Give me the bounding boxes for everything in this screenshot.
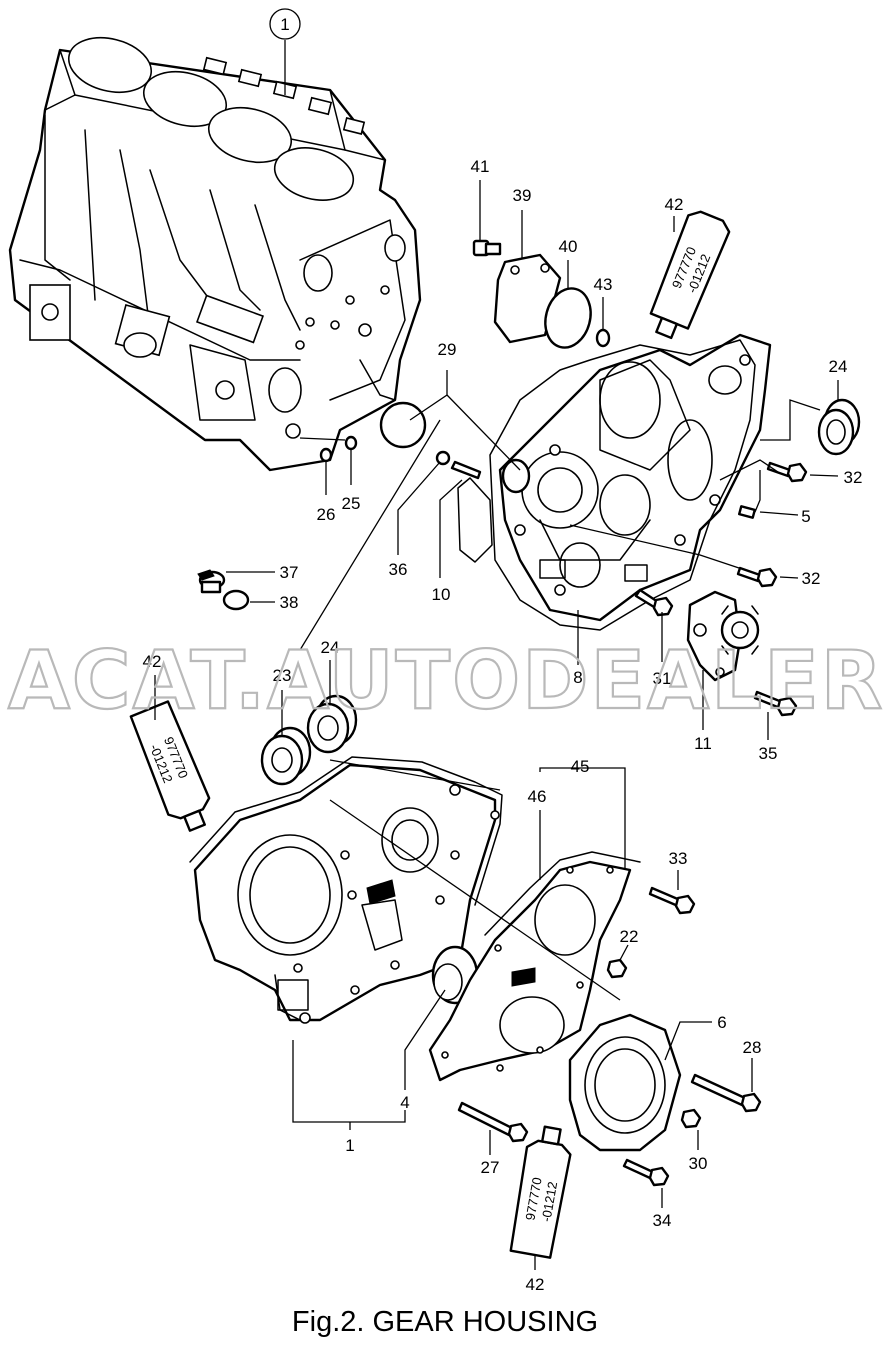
bolt-28 — [690, 1073, 762, 1113]
callout-43: 43 — [594, 275, 613, 294]
callout-32-a: 32 — [844, 468, 863, 487]
sealant-tube-top: 977770 -01212 — [649, 210, 731, 340]
oil-seal-24 — [306, 694, 358, 754]
oil-filler-cap — [197, 569, 226, 594]
callout-1-bottom: 1 — [345, 1136, 354, 1155]
bolt-34 — [622, 1158, 670, 1187]
sealant-tube-left: 977770 -01212 — [129, 700, 211, 832]
gear-case-gasket — [489, 339, 756, 631]
bolt-33 — [648, 886, 696, 915]
callout-6: 6 — [717, 1013, 726, 1032]
bolt-31 — [634, 588, 674, 617]
callout-29: 29 — [438, 340, 457, 359]
callout-42-bottom: 42 — [526, 1275, 545, 1294]
bolt-22 — [606, 958, 628, 979]
callout-10: 10 — [432, 585, 451, 604]
callout-27: 27 — [481, 1158, 500, 1177]
callout-39: 39 — [513, 186, 532, 205]
stud-nut — [435, 450, 451, 466]
callout-42-top: 42 — [665, 195, 684, 214]
callout-45: 45 — [571, 757, 590, 776]
tube-text-line1: 977770 — [522, 1176, 544, 1221]
leader-lines — [154, 40, 839, 1270]
tube-text-line2: -01212 — [538, 1180, 560, 1222]
plug-bolt — [472, 239, 502, 257]
callout-33: 33 — [669, 849, 688, 868]
callout-36: 36 — [389, 560, 408, 579]
small-o-ring — [595, 328, 611, 348]
oil-pump — [686, 590, 760, 682]
callout-23: 23 — [273, 666, 292, 685]
bolt-27 — [457, 1101, 529, 1143]
bolt-32-lower — [736, 566, 778, 588]
bolt-32-upper — [766, 461, 808, 483]
dowel-pin — [738, 505, 756, 519]
gear-housing-lower — [189, 756, 503, 1024]
bolt-35 — [753, 690, 798, 717]
callout-26: 26 — [317, 505, 336, 524]
callout-8: 8 — [573, 668, 582, 687]
callout-28: 28 — [743, 1038, 762, 1057]
callout-30: 30 — [689, 1154, 708, 1173]
callout-32-b: 32 — [802, 569, 821, 588]
callout-25: 25 — [342, 494, 361, 513]
callout-38: 38 — [280, 593, 299, 612]
callout-11: 11 — [694, 734, 712, 753]
ring-25 — [344, 435, 358, 451]
callouts: 1 41 39 40 43 42 29 24 26 25 32 5 36 10 … — [143, 15, 863, 1294]
callout-1-top: 1 — [280, 15, 289, 34]
callout-37: 37 — [280, 563, 299, 582]
inlet-seal — [501, 458, 531, 494]
ring-26 — [319, 447, 333, 463]
cover-plate — [493, 253, 562, 344]
callout-34: 34 — [653, 1211, 672, 1230]
callout-4: 4 — [400, 1093, 409, 1112]
callout-5: 5 — [801, 507, 810, 526]
callout-41: 41 — [471, 157, 490, 176]
bolt-30 — [680, 1108, 702, 1129]
large-o-ring — [379, 401, 427, 449]
sealant-tube-bottom: 977770 -01212 — [509, 1125, 572, 1259]
oil-seal-23 — [260, 726, 312, 786]
watermark: ACAT.AUTODEALER.RU — [8, 634, 890, 727]
callout-40: 40 — [559, 237, 578, 256]
stud — [450, 460, 482, 480]
callout-24-right: 24 — [829, 357, 848, 376]
gear-case — [498, 333, 772, 622]
callout-31: 31 — [653, 669, 672, 688]
callout-circle — [269, 8, 301, 40]
figure-caption: Fig.2. GEAR HOUSING — [291, 1306, 599, 1338]
callout-46: 46 — [528, 787, 547, 806]
cylinder-block — [8, 37, 422, 472]
oil-seal-right — [817, 398, 861, 456]
small-gasket — [457, 477, 493, 563]
crank-seal-housing — [568, 1013, 682, 1152]
callout-35: 35 — [759, 744, 778, 763]
cap-o-ring — [222, 589, 250, 611]
callout-24-left: 24 — [321, 638, 340, 657]
o-ring — [544, 287, 592, 349]
cover-plate-46 — [428, 851, 641, 1082]
callout-22: 22 — [620, 927, 639, 946]
callout-42-left: 42 — [143, 652, 162, 671]
